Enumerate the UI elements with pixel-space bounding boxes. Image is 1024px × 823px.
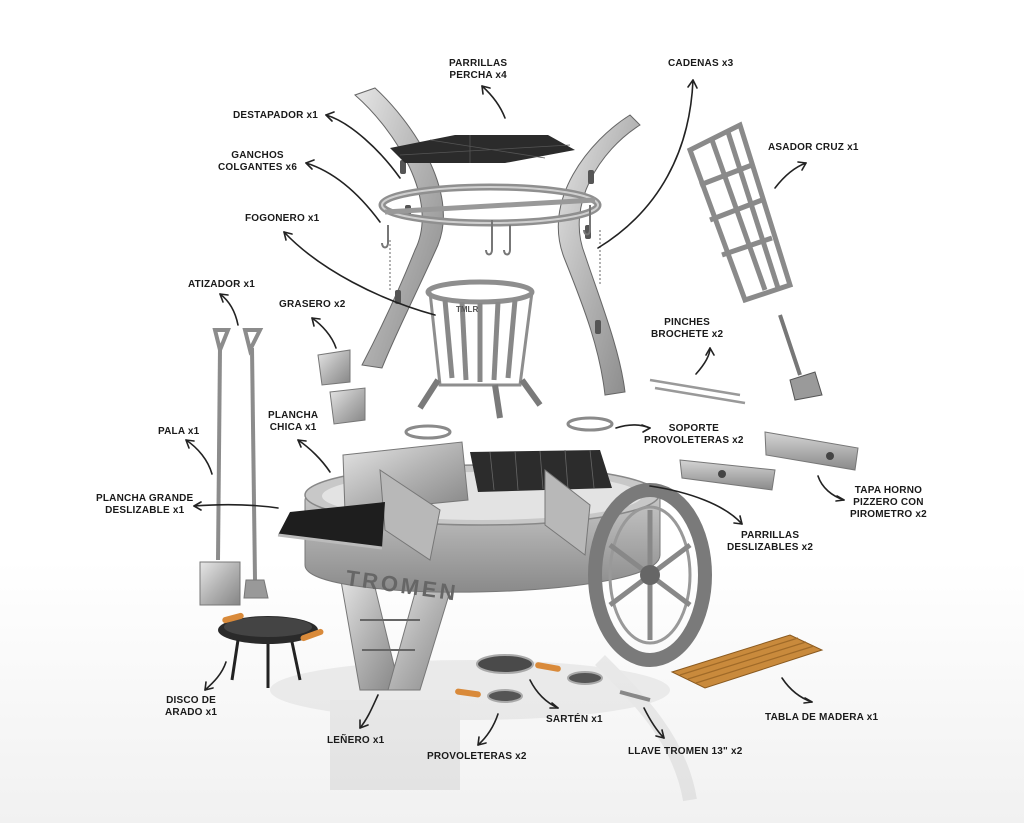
label-lenero: LEÑERO x1 (327, 735, 385, 746)
sartenes (455, 654, 651, 703)
disco-arado (218, 612, 324, 688)
percha-frame (354, 87, 641, 396)
pinches (649, 378, 746, 405)
label-asador-cruz: ASADOR CRUZ x1 (768, 142, 859, 153)
label-grasero: GRASERO x2 (279, 299, 346, 310)
graseros (317, 349, 366, 425)
wheel (588, 483, 712, 667)
fogonero: TMLR (417, 279, 543, 419)
label-atizador: ATIZADOR x1 (188, 279, 256, 290)
leader-arrows (185, 79, 845, 746)
label-provoleteras: PROVOLETERAS x2 (427, 751, 527, 762)
label-cadenas: CADENAS x3 (668, 58, 734, 69)
fogonero-logo: TMLR (456, 305, 478, 314)
main-ring: TROMEN (277, 441, 661, 691)
label-llave: LLAVE TROMEN 13" x2 (628, 746, 743, 757)
atizador-pala (199, 328, 269, 606)
label-sarten: SARTÉN x1 (546, 714, 603, 725)
label-pala: PALA x1 (158, 426, 200, 437)
soportes (404, 416, 614, 440)
tabla-madera (670, 634, 824, 689)
asador-cruz (686, 121, 823, 401)
label-fogonero: FOGONERO x1 (245, 213, 320, 224)
label-tabla: TABLA DE MADERA x1 (765, 712, 879, 723)
label-destapador: DESTAPADOR x1 (233, 110, 319, 121)
tapas-horno (679, 431, 859, 491)
